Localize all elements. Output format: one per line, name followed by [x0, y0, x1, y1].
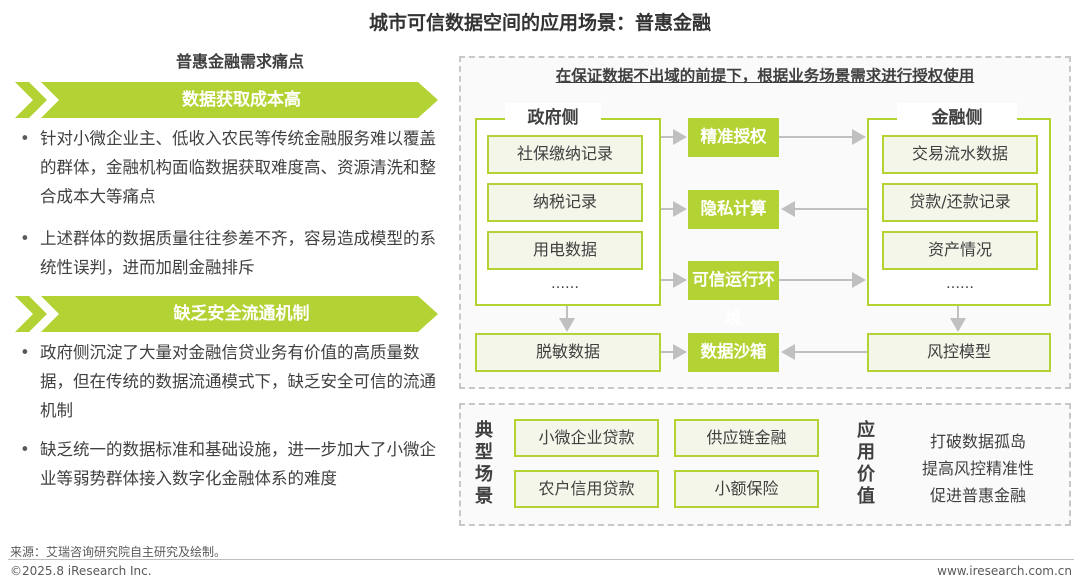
gov-side-label: 政府侧 — [505, 103, 601, 128]
copyright: ©2025.8 iResearch Inc. — [10, 564, 152, 578]
value-item: 提高风控精准性 — [921, 459, 1034, 478]
gov-more: …… — [551, 276, 579, 292]
diagram-subtitle: 在保证数据不出域的前提下，根据业务场景需求进行授权使用 — [555, 67, 975, 85]
chevron-banner-icon — [15, 82, 438, 118]
pain-points-heading: 普惠金融需求痛点 — [175, 52, 304, 71]
bullet-text: 针对小微企业主、低收入农民等传统金融服务难以覆盖的群体，金融机构面临数据获取难度… — [18, 124, 438, 211]
banner-label: 数据获取成本高 — [182, 90, 301, 110]
value-label: 应用价值 — [857, 420, 875, 507]
value-item: 促进普惠金融 — [929, 486, 1026, 505]
section-banner-2: 缺乏安全流通机制 — [15, 296, 438, 332]
scene-item: 供应链金融 — [674, 419, 819, 457]
data-sandbox: 数据沙箱 — [688, 333, 779, 372]
scenes-label: 典型场景 — [475, 420, 493, 507]
privacy-computing: 隐私计算 — [688, 190, 779, 229]
fin-item: 交易流水数据 — [882, 135, 1038, 174]
gov-item: 纳税记录 — [487, 183, 643, 222]
scene-item: 小微企业贷款 — [514, 419, 659, 457]
value-item: 打破数据孤岛 — [929, 432, 1026, 451]
fin-side-label: 金融侧 — [897, 103, 1017, 128]
source-note: 来源：艾瑞咨询研究院自主研究及绘制。 — [10, 545, 227, 559]
fin-more: …… — [946, 276, 974, 292]
risk-model: 风控模型 — [867, 333, 1051, 372]
bullet-text: 政府侧沉淀了大量对金融信贷业务有价值的高质量数据，但在传统的数据流通模式下，缺乏… — [18, 338, 438, 425]
website-link[interactable]: www.iresearch.com.cn — [937, 564, 1072, 578]
gov-item: 用电数据 — [487, 231, 643, 270]
scene-item: 小额保险 — [674, 470, 819, 508]
section-banner-1: 数据获取成本高 — [15, 82, 438, 118]
scene-item: 农户信用贷款 — [514, 470, 659, 508]
fin-item: 贷款/还款记录 — [882, 183, 1038, 222]
flow-arrows — [559, 129, 966, 360]
trusted-runtime: 可信运行环境 — [688, 261, 779, 327]
gov-item: 社保缴纳记录 — [487, 135, 643, 174]
desensitized-data: 脱敏数据 — [475, 333, 661, 372]
bullet-text: 上述群体的数据质量往往参差不齐，容易造成模型的系统性误判，进而加剧金融排斥 — [18, 224, 438, 282]
page-title: 城市可信数据空间的应用场景：普惠金融 — [368, 12, 711, 34]
bullet-text: 缺乏统一的数据标准和基础设施，进一步加大了小微企业等弱势群体接入数字化金融体系的… — [18, 435, 438, 493]
precise-authorization: 精准授权 — [688, 118, 779, 157]
chevron-banner-icon — [15, 296, 438, 332]
fin-item: 资产情况 — [882, 231, 1038, 270]
footer-divider — [8, 559, 1074, 560]
banner-label: 缺乏安全流通机制 — [173, 304, 310, 324]
